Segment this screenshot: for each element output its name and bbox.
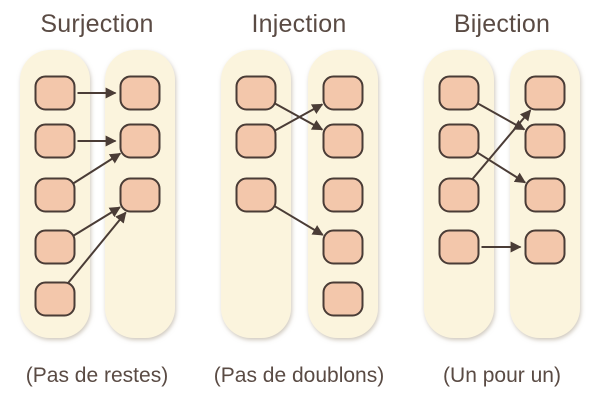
domain-node-3-bijection (438, 177, 480, 213)
panel-title-bijection: Bijection (453, 10, 551, 38)
domain-node-1-injection (235, 75, 277, 111)
codomain-node-4-injection (322, 229, 364, 265)
codomain-node-1-injection (322, 75, 364, 111)
codomain-node-4-bijection (524, 229, 566, 265)
domain-node-5-surjection (34, 281, 76, 317)
panel-caption-injection: (Pas de doublons) (213, 364, 385, 387)
codomain-node-3-bijection (524, 177, 566, 213)
mapping-arrow-3-to-1-bijection (471, 109, 532, 180)
codomain-node-1-surjection (119, 75, 161, 111)
mapping-arrow-5-to-3-surjection (67, 211, 127, 284)
mapping-arrow-3-to-2-surjection (72, 152, 122, 185)
codomain-node-5-injection (322, 281, 364, 317)
domain-node-2-injection (235, 123, 277, 159)
panel-surjection (20, 50, 175, 338)
codomain-node-2-surjection (119, 123, 161, 159)
domain-node-3-injection (235, 177, 277, 213)
panel-bijection (424, 50, 580, 338)
codomain-node-2-bijection (524, 123, 566, 159)
codomain-node-1-bijection (524, 75, 566, 111)
mapping-arrow-2-to-1-injection (274, 103, 324, 132)
domain-node-1-surjection (34, 75, 76, 111)
codomain-node-3-surjection (119, 177, 161, 213)
panel-injection (221, 50, 378, 338)
codomain-node-2-injection (322, 123, 364, 159)
domain-node-4-bijection (438, 229, 480, 265)
mapping-arrow-4-to-3-surjection (72, 206, 121, 237)
panel-caption-surjection: (Pas de restes) (25, 364, 169, 387)
domain-node-3-surjection (34, 177, 76, 213)
domain-node-2-surjection (34, 123, 76, 159)
mapping-arrow-2-to-3-bijection (476, 151, 527, 184)
domain-node-1-bijection (438, 75, 480, 111)
panel-title-injection: Injection (251, 10, 347, 38)
panel-caption-bijection: (Un pour un) (443, 364, 561, 387)
mapping-arrow-3-to-4-injection (274, 205, 324, 236)
domain-node-4-surjection (34, 229, 76, 265)
domain-node-2-bijection (438, 123, 480, 159)
panel-title-surjection: Surjection (40, 10, 154, 38)
codomain-node-3-injection (322, 177, 364, 213)
